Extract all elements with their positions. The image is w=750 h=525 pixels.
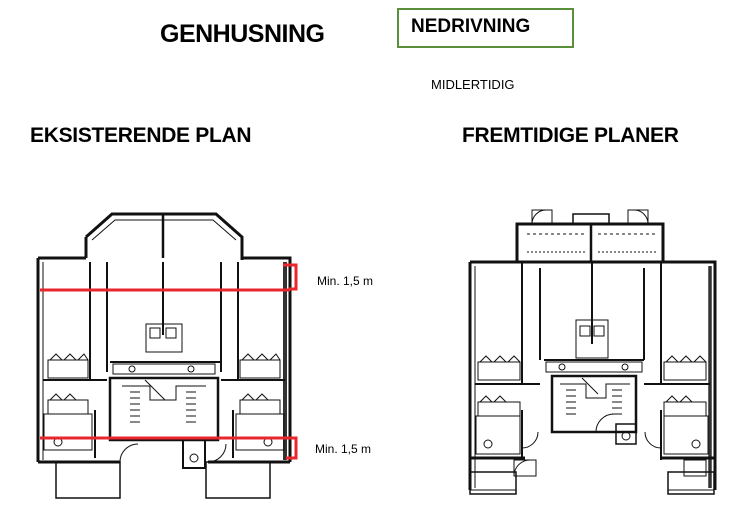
demolition-tag: NEDRIVNING [411,16,531,37]
future-plans-title: FREMTIDIGE PLANER [462,124,679,147]
page-heading: GENHUSNING [160,20,325,48]
clearance-label-bottom: Min. 1,5 m [315,442,372,456]
clearance-label-top: Min. 1,5 m [317,274,374,288]
future-floor-plan [468,209,717,495]
existing-plan-title: EKSISTERENDE PLAN [30,124,252,147]
clearance-markers [40,263,298,460]
tag-frame [397,8,574,48]
existing-floor-plan [36,212,292,499]
subtitle: MIDLERTIDIG [431,77,515,92]
